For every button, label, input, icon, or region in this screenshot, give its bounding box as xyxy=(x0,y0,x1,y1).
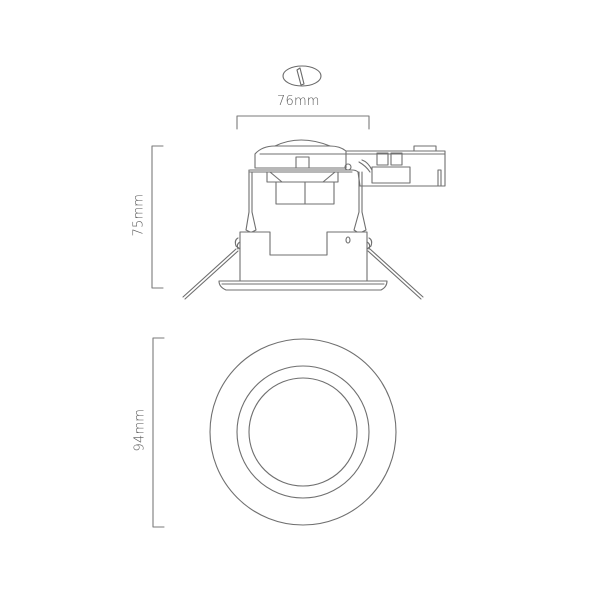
cutout-hole-icon xyxy=(282,65,322,87)
dimension-94mm-label: 94mm xyxy=(132,408,148,452)
middle-ring xyxy=(236,365,370,499)
spring-clips xyxy=(182,237,424,300)
dimension-94mm-bracket xyxy=(152,337,165,528)
inner-ring xyxy=(248,377,358,487)
driver-box xyxy=(254,139,446,187)
dimension-75mm-bracket xyxy=(151,145,164,289)
dimension-76mm-bracket xyxy=(236,115,370,130)
outer-ring xyxy=(209,338,397,526)
mounting-bracket xyxy=(245,169,367,233)
trim-bezel xyxy=(218,280,388,291)
dimension-75mm-label: 75mm xyxy=(131,193,147,237)
front-view xyxy=(209,338,397,526)
lamp-body xyxy=(239,231,368,282)
side-elevation-view xyxy=(182,139,446,300)
dimension-76mm-label: 76mm xyxy=(277,94,320,109)
